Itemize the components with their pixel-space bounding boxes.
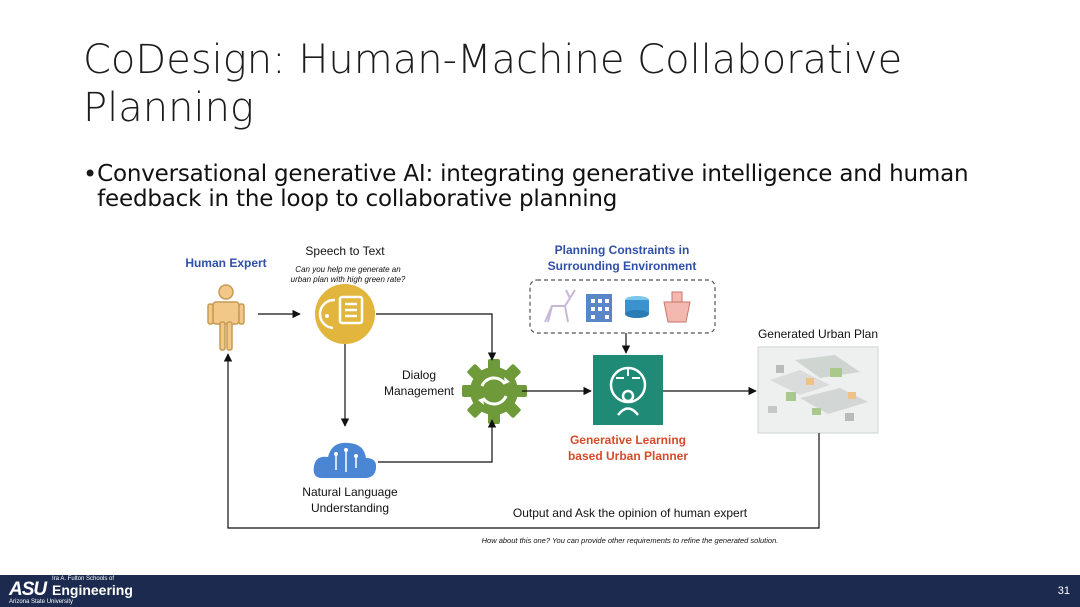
school-name-small: Ira A. Fulton Schools of — [52, 576, 115, 582]
codesign-diagram: Human Expert Speech to Text Can you help… — [185, 243, 879, 545]
dialog-gear-icon — [462, 359, 527, 424]
constraints-label-line1: Planning Constraints in — [555, 243, 690, 257]
arrow-nlu-to-dialog — [378, 419, 497, 463]
arrow-speech-to-dialog — [376, 313, 497, 361]
speech-icon — [315, 284, 375, 344]
dialog-label-line1: Dialog — [402, 368, 436, 382]
building-icon — [586, 294, 612, 322]
connectors — [223, 309, 820, 529]
generated-plan-label: Generated Urban Plan — [758, 327, 878, 341]
nlu-label-line1: Natural Language — [302, 485, 398, 499]
dialog-label-line2: Management — [384, 384, 455, 398]
constraints-label-line2: Surrounding Environment — [548, 259, 697, 273]
output-ask-label: Output and Ask the opinion of human expe… — [513, 506, 748, 520]
school-name: Engineering — [52, 582, 133, 598]
footer-bar: ASU Ira A. Fulton Schools of Engineering… — [0, 575, 1080, 607]
bullet-point: • Conversational generative AI: integrat… — [83, 162, 983, 212]
bullet-text: Conversational generative AI: integratin… — [97, 161, 969, 212]
deer-icon — [544, 289, 576, 323]
ship-icon — [663, 291, 691, 323]
planner-label-line1: Generative Learning — [570, 433, 686, 447]
speech-query-line2: urban plan with high green rate? — [291, 275, 406, 284]
university-name: Arizona State University — [9, 599, 74, 605]
speech-query-line1: Can you help me generate an — [295, 265, 401, 274]
bullet-dot: • — [83, 160, 98, 188]
asu-logo: ASU — [9, 579, 47, 600]
planner-icon — [593, 355, 663, 425]
urban-plan-image — [757, 346, 879, 434]
constraints-box — [529, 279, 716, 334]
human-icon — [207, 284, 245, 351]
slide-title: CoDesign: Human-Machine Collaborative Pl… — [83, 37, 903, 131]
page-number: 31 — [1057, 585, 1070, 597]
reply-text: How about this one? You can provide othe… — [482, 536, 779, 545]
arrow-feedback-loop — [223, 353, 820, 529]
speech-to-text-label: Speech to Text — [305, 244, 385, 258]
nlu-label-line2: Understanding — [311, 501, 389, 515]
pool-icon — [625, 296, 649, 318]
human-expert-label: Human Expert — [185, 256, 266, 270]
planner-label-line2: based Urban Planner — [568, 449, 688, 463]
nlu-cloud-icon — [313, 442, 377, 478]
